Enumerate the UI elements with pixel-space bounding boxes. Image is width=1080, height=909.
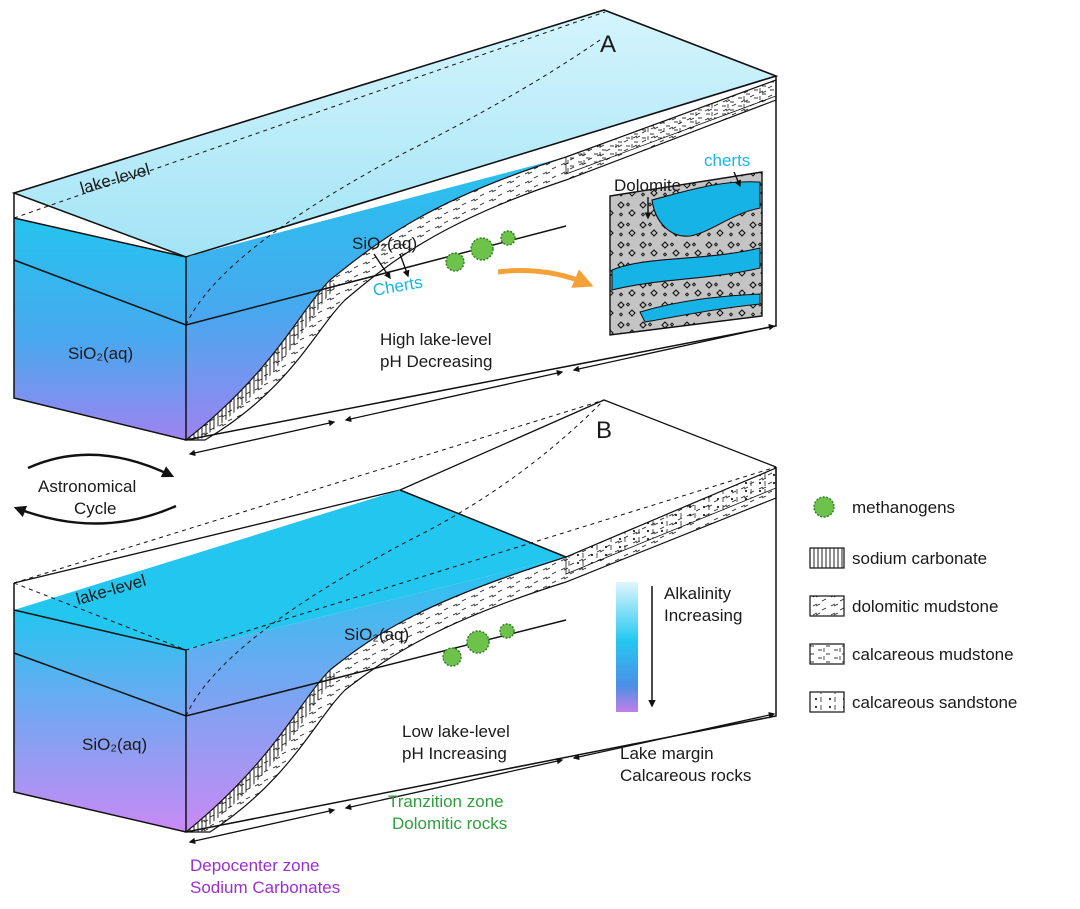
panel-b: B lake-level SiO₂(aq) SiO₂(aq) Low lake-… xyxy=(13,399,777,897)
legend-label: calcareous mudstone xyxy=(852,645,1014,664)
inset-dolomite-label: Dolomite xyxy=(614,176,681,195)
astronomical-cycle: Astronomical Cycle xyxy=(13,453,177,525)
zone-a-margin-arrow xyxy=(572,323,776,373)
panel-a-sio2-arrow-2 xyxy=(399,253,410,278)
alkalinity-gradient-bar xyxy=(616,582,638,712)
panel-a-orange-arrow xyxy=(497,268,594,288)
panel-a-letter: A xyxy=(600,31,616,58)
legend-item-calcareous-sandstone: calcareous sandstone xyxy=(809,691,1017,713)
methanogen-icon xyxy=(500,230,516,246)
legend-item-methanogens: methanogens xyxy=(813,496,955,518)
legend-label: dolomitic mudstone xyxy=(852,597,998,616)
panel-a-front-water xyxy=(14,218,186,440)
legend: methanogens sodium carbonate dolomitic m… xyxy=(809,496,1017,713)
panel-b-carbonate-band xyxy=(186,670,337,832)
panel-a-cherts: Cherts xyxy=(371,273,424,300)
panel-a-hidden-edges xyxy=(13,11,777,326)
cycle-arrow-bottom xyxy=(13,504,177,525)
cycle-line1: Astronomical xyxy=(38,477,136,496)
zone-depocenter-line2: Sodium Carbonates xyxy=(190,878,340,897)
legend-item-dolomitic-mudstone: dolomitic mudstone xyxy=(809,595,998,617)
inset-cherts-arrow xyxy=(733,171,742,188)
panel-b-sio2-slope: SiO₂(aq) xyxy=(344,625,409,644)
methanogen-icon xyxy=(466,630,490,654)
methanogen-icon xyxy=(499,623,515,639)
zone-depocenter-line1: Depocenter zone xyxy=(190,856,319,875)
panel-b-outline xyxy=(13,467,777,833)
alkalinity-line2: Increasing xyxy=(664,606,742,625)
panel-b-condition-line1: Low lake-level xyxy=(402,722,510,741)
legend-item-sodium-carbonate: sodium carbonate xyxy=(809,547,987,569)
cycle-line2: Cycle xyxy=(74,499,117,518)
panel-a-carbonate-band xyxy=(186,280,337,440)
zone-transition-arrow xyxy=(344,757,564,811)
panel-a-sio2-slope: SiO₂(aq) xyxy=(352,234,417,253)
panel-a: A lake-level SiO₂(aq) SiO₂(aq) Cherts Hi… xyxy=(11,9,779,457)
panel-b-basin-water xyxy=(186,557,566,832)
legend-label: sodium carbonate xyxy=(852,549,987,568)
panel-b-letter: B xyxy=(596,417,612,444)
inset-cherts-label: cherts xyxy=(704,151,750,170)
panel-b-zone-arrows xyxy=(188,711,776,845)
panel-b-methanogens xyxy=(442,623,515,667)
panel-a-condition-line1: High lake-level xyxy=(380,330,492,349)
panel-b-hidden-edges xyxy=(13,399,777,717)
methanogen-icon xyxy=(813,496,835,518)
panel-b-condition-line2: pH Increasing xyxy=(402,744,507,763)
zone-transition-line1: Tranzition zone xyxy=(388,792,504,811)
cycle-arrow-top xyxy=(27,453,175,478)
zone-depocenter-arrow xyxy=(188,807,336,845)
calcareous-sandstone-icon xyxy=(809,691,845,713)
legend-label: methanogens xyxy=(852,498,955,517)
panel-a-outline xyxy=(13,76,777,441)
panel-a-zone-arrows xyxy=(188,323,776,457)
panel-b-margin-band xyxy=(565,467,777,575)
panel-a-condition-line2: pH Decreasing xyxy=(380,352,492,371)
panel-a-inset: Dolomite cherts xyxy=(609,151,763,336)
zone-a-transition-arrow xyxy=(344,369,564,423)
zone-a-depocenter-arrow xyxy=(188,419,336,457)
zone-transition-line2: Dolomitic rocks xyxy=(392,814,507,833)
panel-a-sio2-left: SiO₂(aq) xyxy=(68,344,133,363)
calcareous-mudstone-icon xyxy=(809,643,845,665)
panel-b-top-surface xyxy=(13,399,777,584)
inset-chert-band-2 xyxy=(611,247,761,291)
methanogen-icon xyxy=(445,252,465,272)
panel-a-sio2-arrow-1 xyxy=(373,253,391,280)
panel-a-basin-water xyxy=(186,157,566,440)
panel-b-front-water xyxy=(14,610,186,832)
sodium-carbonate-icon xyxy=(809,547,845,569)
legend-item-calcareous-mudstone: calcareous mudstone xyxy=(809,643,1014,665)
panel-b-sio2-left: SiO₂(aq) xyxy=(82,735,147,754)
legend-label: calcareous sandstone xyxy=(852,693,1017,712)
inset-chert-band-1 xyxy=(651,181,761,237)
inset-chert-band-3 xyxy=(639,293,761,323)
panel-a-methanogens xyxy=(445,230,516,272)
methanogen-icon xyxy=(470,237,494,261)
alkalinity-line1: Alkalinity xyxy=(664,584,732,603)
zone-margin-arrow xyxy=(572,711,776,761)
zone-margin-line1: Lake margin xyxy=(620,744,714,763)
zone-margin-line2: Calcareous rocks xyxy=(620,766,751,785)
dolomitic-mudstone-icon xyxy=(809,595,845,617)
methanogen-icon xyxy=(442,647,462,667)
panel-b-water-surface xyxy=(14,490,566,650)
